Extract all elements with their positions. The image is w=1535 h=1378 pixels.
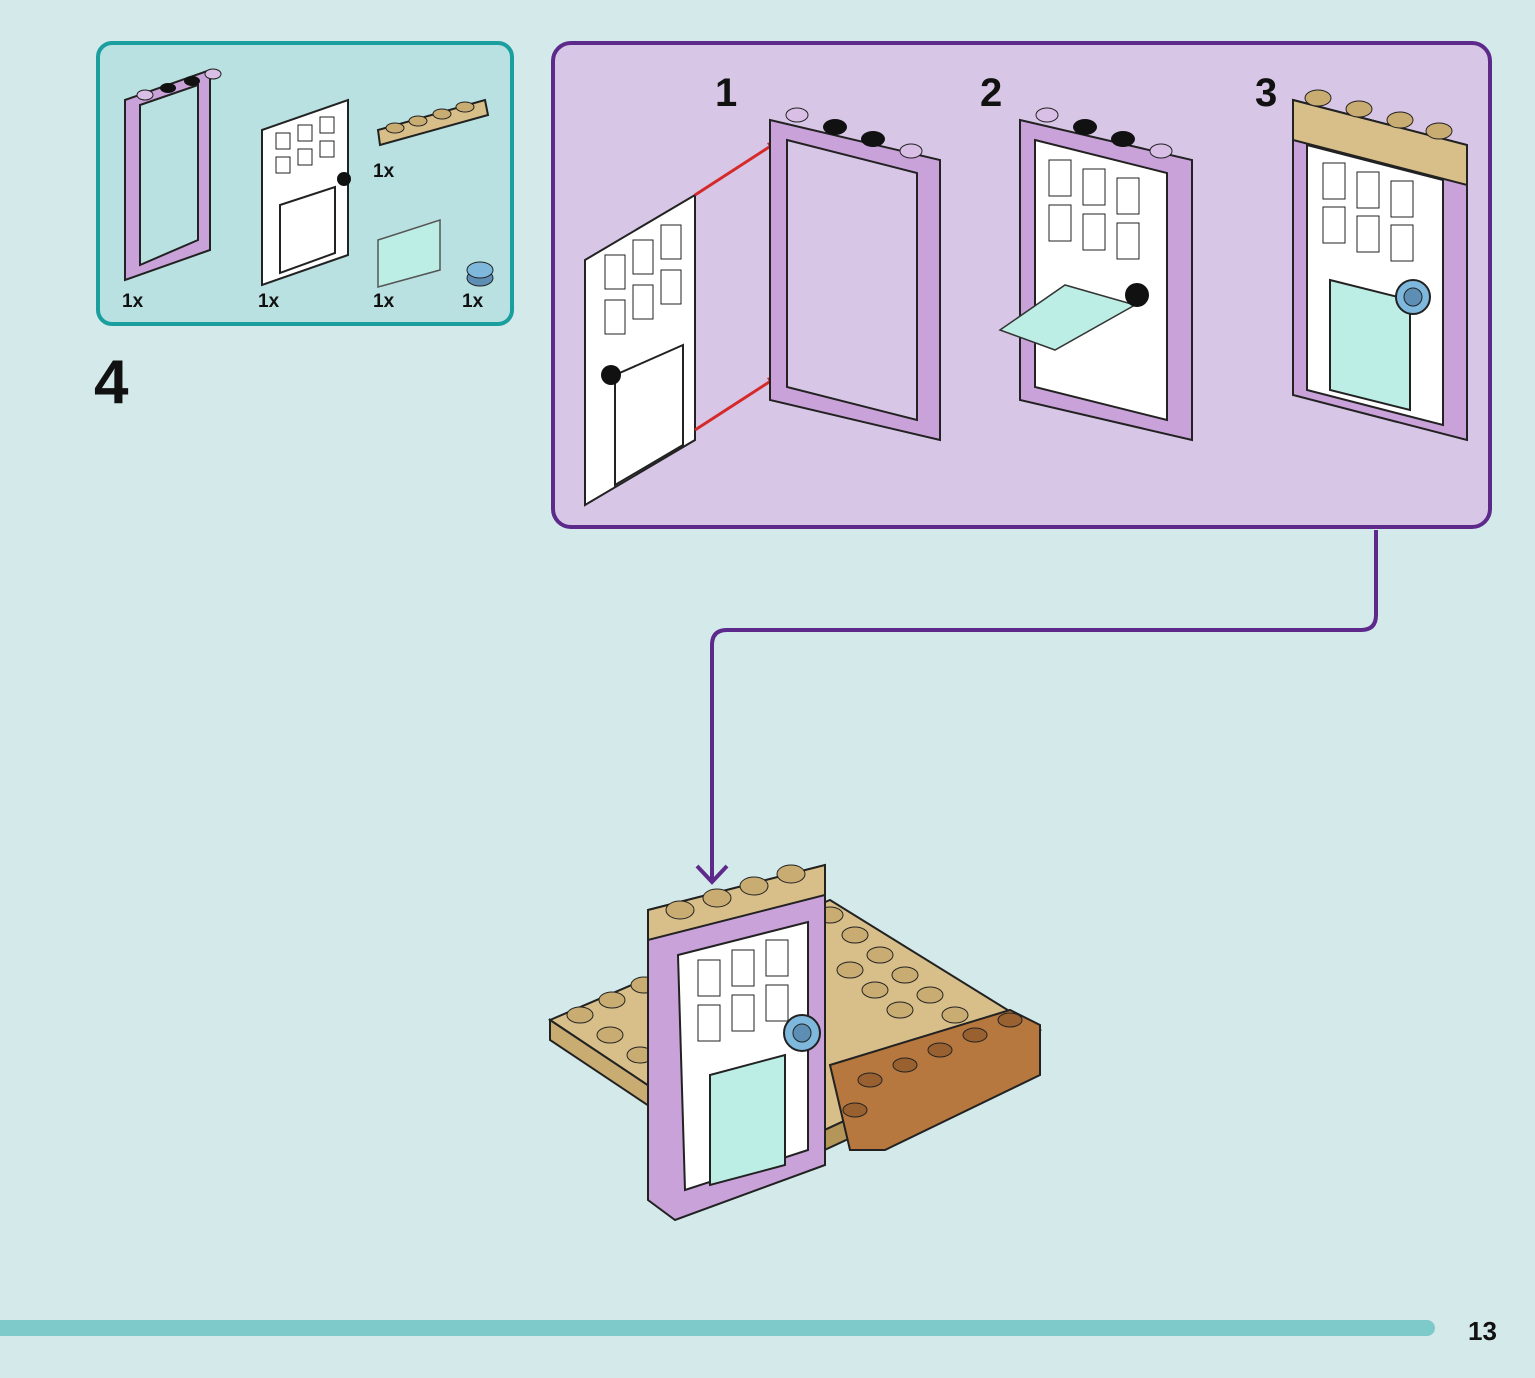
page-number: 13 bbox=[1468, 1316, 1497, 1346]
glass-panel-image bbox=[377, 218, 441, 288]
main-model-image bbox=[547, 863, 1043, 1222]
qty-white-door: 1x bbox=[258, 291, 280, 312]
purple-door-frame-image bbox=[124, 68, 222, 282]
qty-purple-door-frame: 1x bbox=[122, 291, 144, 312]
substep-2-image bbox=[998, 107, 1193, 442]
substeps-callout: 1 2 3 bbox=[551, 41, 1492, 529]
qty-tan-plate: 1x bbox=[373, 161, 395, 182]
parts-callout: 1x 1x 1x 1x 1x bbox=[96, 41, 514, 326]
substep-label-2: 2 bbox=[980, 71, 1003, 115]
substeps-illustrations bbox=[584, 89, 1468, 507]
qty-blue-round-plate: 1x bbox=[462, 291, 484, 312]
substep-label-1: 1 bbox=[715, 71, 738, 115]
substep-label-3: 3 bbox=[1255, 71, 1278, 115]
substep-1-image bbox=[584, 107, 941, 507]
tan-plate-image bbox=[376, 98, 490, 147]
blue-round-plate-image bbox=[466, 261, 494, 287]
footer-progress-bar bbox=[0, 1320, 1435, 1336]
white-door-image bbox=[261, 98, 351, 287]
substep-3-image bbox=[1292, 89, 1468, 442]
step-number: 4 bbox=[94, 348, 129, 417]
parts-illustrations bbox=[124, 68, 494, 288]
qty-glass-panel: 1x bbox=[373, 291, 395, 312]
